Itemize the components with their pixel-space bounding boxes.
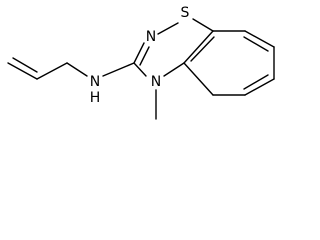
bond-c4a-c8a	[183, 30, 214, 64]
bond-c8-c7	[244, 30, 275, 48]
thiadiazine-ring	[133, 18, 214, 77]
amine-nh-label: N H	[90, 74, 101, 106]
bond-s1-c8a	[192, 18, 214, 32]
bond-c3-n4	[133, 62, 147, 77]
bond-c3-n2-inner	[139, 46, 150, 66]
amine-nitrogen-label: N	[90, 74, 100, 90]
bond-allyl-ch-ch2	[36, 62, 68, 80]
bond-c4a-c8a-inner	[190, 36, 215, 62]
bond-vinyl-double-outer	[7, 62, 38, 80]
bond-c4a-side	[183, 62, 214, 96]
amine-hydrogen-label: H	[90, 90, 101, 106]
allyl-group	[7, 57, 88, 80]
bond-n2-s1	[157, 22, 179, 35]
bond-c3-n2-outer	[133, 42, 145, 64]
bond-c8-c7-inner	[243, 36, 269, 52]
bond-vinyl-double-inner	[12, 57, 38, 73]
ring-nitrogen-label: N	[146, 29, 156, 45]
sulfur-label: S	[181, 5, 190, 21]
bond-c6-c5	[244, 78, 275, 96]
bond-ch2-nh	[66, 62, 88, 77]
bond-n4-c4a	[163, 62, 185, 77]
methyl-nitrogen-label: N	[151, 74, 161, 90]
bond-c6-c5-inner	[243, 74, 269, 90]
structure-diagram: N H N S N	[7, 5, 275, 120]
bond-nh-c3	[102, 62, 135, 77]
benzene-ring	[183, 30, 275, 96]
